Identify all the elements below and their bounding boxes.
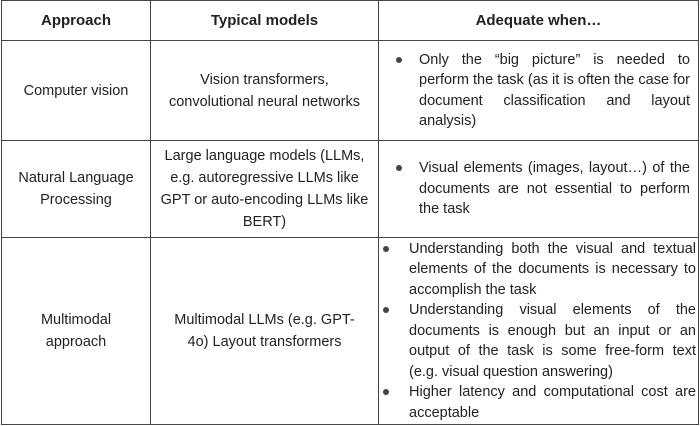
adequate-list: Visual elements (images, layout…) of the… xyxy=(396,158,690,220)
header-row: Approach Typical models Adequate when… xyxy=(1,0,699,41)
list-item: Only the “big picture” is needed to perf… xyxy=(396,50,690,132)
list-item: Understanding both the visual and textua… xyxy=(383,239,696,301)
bullet-icon xyxy=(396,56,402,63)
models-cell: Vision transformers, convolutional neura… xyxy=(150,40,379,141)
list-item: Understanding visual elements of the doc… xyxy=(383,300,696,382)
bullet-icon xyxy=(383,389,389,396)
table-row: Natural Language Processing Large langua… xyxy=(1,140,699,238)
bullet-icon xyxy=(383,245,389,252)
models-cell: Multimodal LLMs (e.g. GPT-4o) Layout tra… xyxy=(150,237,379,425)
bullet-icon xyxy=(383,307,389,314)
list-item-text: Understanding visual elements of the doc… xyxy=(409,302,696,380)
approach-cell: Computer vision xyxy=(1,40,151,141)
adequate-list: Only the “big picture” is needed to perf… xyxy=(396,50,690,132)
table-body: Computer vision Vision transformers, con… xyxy=(1,40,699,425)
table-row: Multimodal approach Multimodal LLMs (e.g… xyxy=(1,237,699,425)
table-row: Computer vision Vision transformers, con… xyxy=(1,40,699,141)
approach-cell: Multimodal approach xyxy=(1,237,151,425)
header-adequate-when: Adequate when… xyxy=(378,0,699,41)
list-item-text: Understanding both the visual and textua… xyxy=(409,240,696,298)
header-typical-models: Typical models xyxy=(150,0,379,41)
list-item-text: Higher latency and computational cost ar… xyxy=(409,384,696,421)
bullet-icon xyxy=(396,165,402,172)
list-item: Visual elements (images, layout…) of the… xyxy=(396,158,690,220)
list-item-text: Visual elements (images, layout…) of the… xyxy=(419,160,690,218)
table-header: Approach Typical models Adequate when… xyxy=(1,0,699,41)
list-item-text: Only the “big picture” is needed to perf… xyxy=(419,51,690,130)
adequate-cell: Visual elements (images, layout…) of the… xyxy=(378,140,699,238)
header-approach: Approach xyxy=(1,0,151,41)
adequate-list: Understanding both the visual and textua… xyxy=(383,239,696,424)
approach-cell: Natural Language Processing xyxy=(1,140,151,238)
list-item: Higher latency and computational cost ar… xyxy=(383,382,696,423)
adequate-cell: Understanding both the visual and textua… xyxy=(378,237,699,425)
adequate-cell: Only the “big picture” is needed to perf… xyxy=(378,40,699,141)
models-cell: Large language models (LLMs, e.g. autore… xyxy=(150,140,379,238)
